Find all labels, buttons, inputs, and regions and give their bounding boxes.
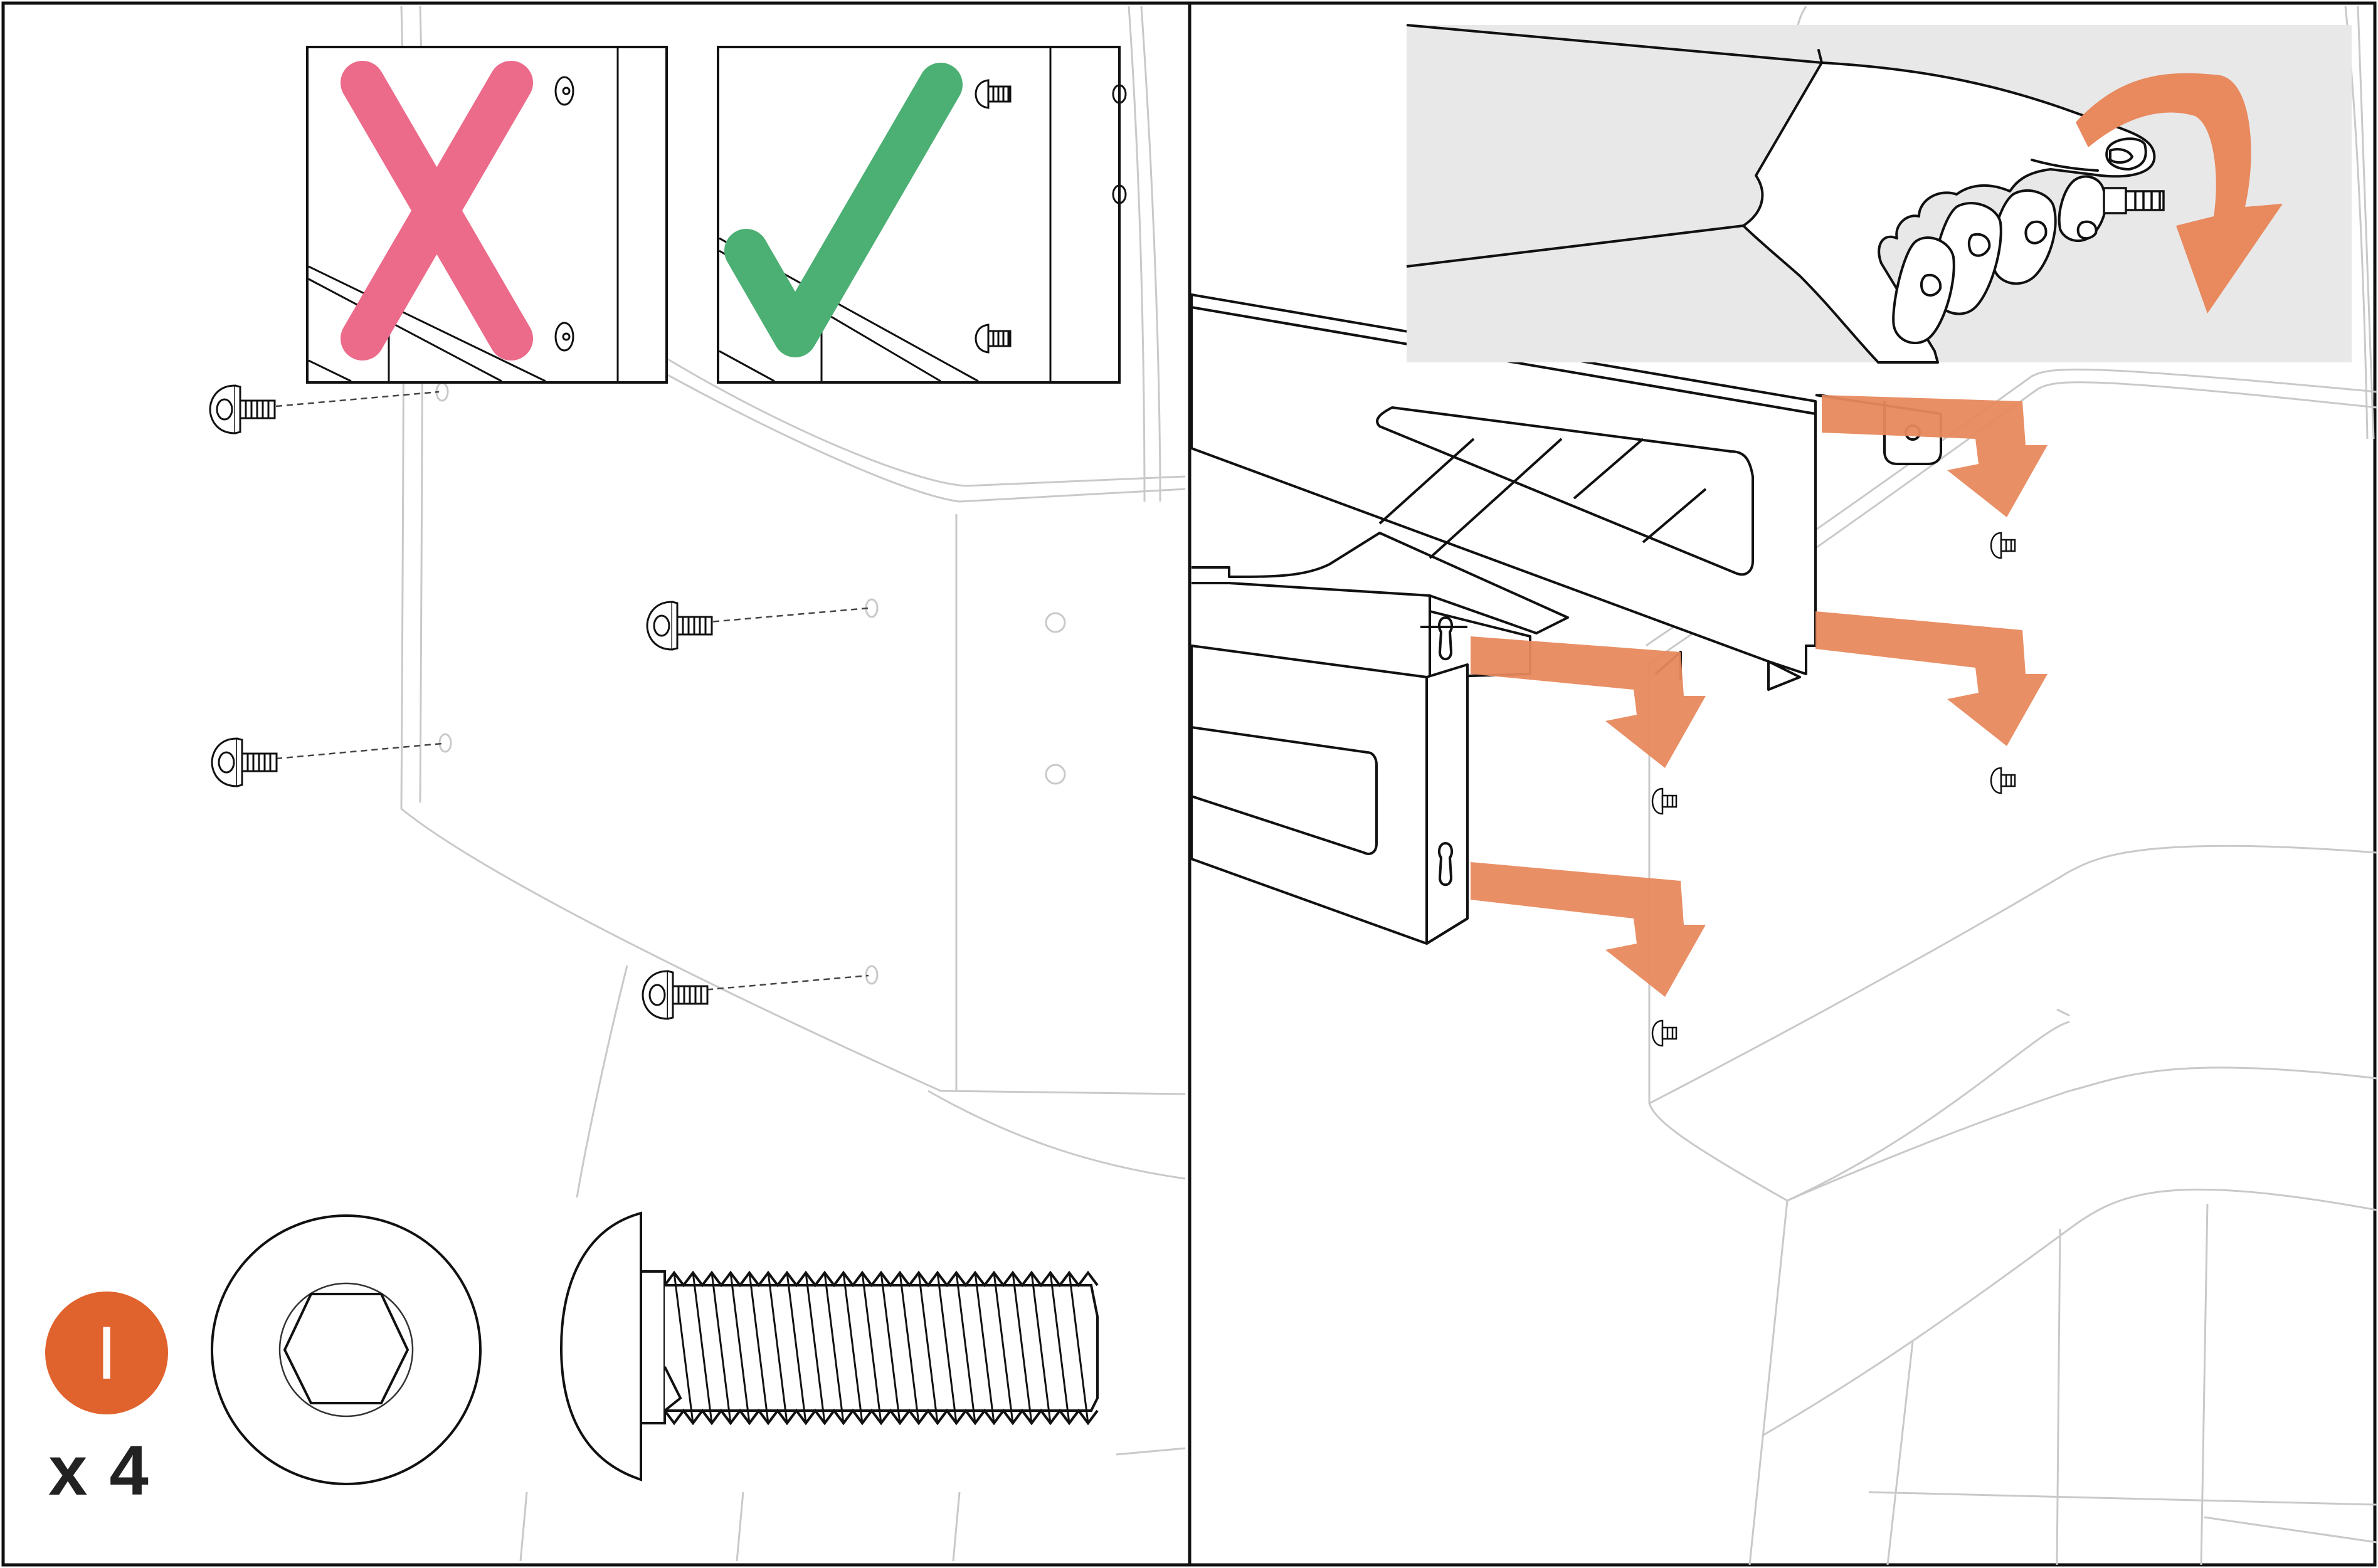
cross-mark-icon <box>341 61 533 360</box>
inset-screws <box>975 79 1012 354</box>
screw-icon <box>211 737 278 787</box>
part-quantity-label: x 4 <box>48 1431 150 1510</box>
hex-socket-head-icon <box>211 1214 482 1485</box>
part-letter: I <box>96 1311 117 1395</box>
screw-icon <box>1651 1019 1678 1047</box>
screw-icon <box>642 970 709 1020</box>
hand-icon <box>1742 49 2156 364</box>
hand-inset <box>1406 24 2352 364</box>
left-screws <box>209 384 713 1020</box>
push-arrows <box>1471 395 2048 997</box>
push-arrow-icon <box>1822 395 2048 517</box>
check-mark-icon <box>724 63 963 357</box>
screw-icon <box>646 601 713 651</box>
left-panel <box>45 6 1186 1562</box>
grill-mounted-screws <box>1651 532 2016 1047</box>
screw-threads <box>663 1270 1099 1426</box>
screw-side-view-icon <box>559 1211 1099 1481</box>
screw-icon <box>209 384 276 434</box>
push-arrow-icon <box>1471 862 1706 997</box>
inset-screw-hole <box>554 76 574 352</box>
screw-icon <box>975 324 1012 354</box>
held-screw-icon <box>2103 187 2165 214</box>
clockwise-rotate-arrow-icon <box>2076 73 2283 313</box>
side-shelf-brackets <box>1190 293 1942 945</box>
part-badge <box>45 1292 168 1414</box>
screw-icon <box>1990 767 2016 794</box>
screw-icon <box>1651 787 1678 815</box>
inset-bracket-lines <box>1406 24 1822 268</box>
screw-icon <box>975 79 1012 109</box>
inset-correct <box>717 46 1127 384</box>
screw-icon <box>1990 532 2016 559</box>
inset-wrong <box>306 46 668 384</box>
push-arrow-icon <box>1815 611 2048 746</box>
push-arrow-icon <box>1471 636 1706 768</box>
right-panel <box>1190 6 2377 1565</box>
screw-guide-lines <box>275 391 869 992</box>
